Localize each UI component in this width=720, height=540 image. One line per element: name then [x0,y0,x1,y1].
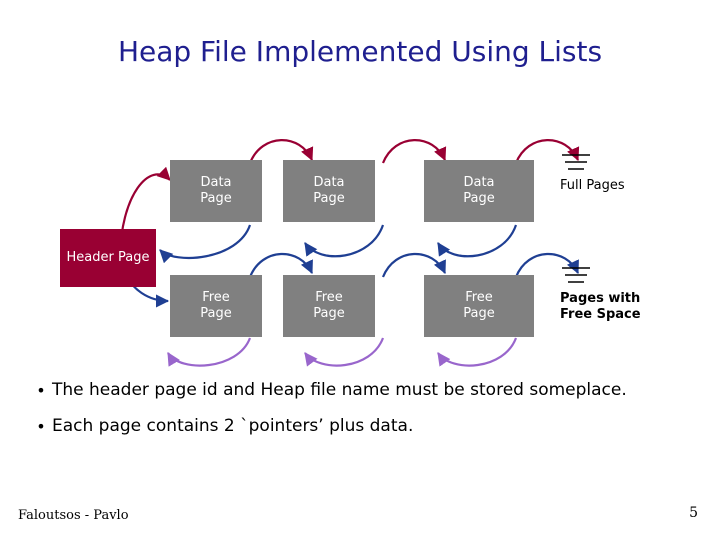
free-page-label-3: Free Page [463,290,495,321]
page-title: Heap File Implemented Using Lists [117,35,603,68]
list-item: • Each page contains 2 `pointers’ plus d… [30,414,690,439]
header-page-box[interactable]: Header Page [60,229,156,287]
bullet-text-2: Each page contains 2 `pointers’ plus dat… [52,416,414,436]
bullet-text-1: The header page id and Heap file name mu… [52,380,627,400]
list-item: • The header page id and Heap file name … [30,378,690,403]
full-pages-label: Full Pages [560,178,625,193]
data-page-box-2[interactable]: Data Page [283,160,375,222]
bullet-marker-icon: • [36,417,46,436]
footer-author: Faloutsos - Pavlo [18,508,129,523]
bullet-marker-icon: • [36,381,46,400]
free-space-label: Pages with Free Space [560,291,641,322]
bullet-list: • The header page id and Heap file name … [30,378,690,450]
free-page-label-1: Free Page [200,290,232,321]
free-page-box-3[interactable]: Free Page [424,275,534,337]
data-page-label-3: Data Page [463,175,495,206]
data-page-label-2: Data Page [313,175,345,206]
data-page-box-1[interactable]: Data Page [170,160,262,222]
free-page-label-2: Free Page [313,290,345,321]
free-page-box-1[interactable]: Free Page [170,275,262,337]
header-page-label: Header Page [66,250,150,265]
data-page-box-3[interactable]: Data Page [424,160,534,222]
heap-file-diagram: Header Page Data Page Data Page Data Pag… [0,125,720,367]
data-page-label-1: Data Page [200,175,232,206]
free-page-box-2[interactable]: Free Page [283,275,375,337]
slide-number: 5 [689,505,698,521]
